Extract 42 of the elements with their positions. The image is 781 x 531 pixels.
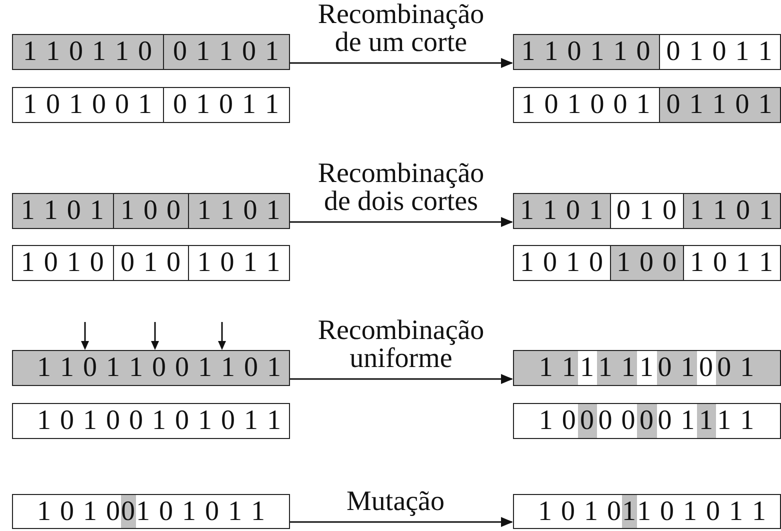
bit-segment: 0 1 xyxy=(656,351,697,385)
chromosome-bar xyxy=(12,87,290,123)
bit-segment: 1 1 0 1 1 0 xyxy=(514,35,659,69)
bit-segment: 1 1 xyxy=(514,351,578,385)
bit-segment: 0 1 1 0 1 xyxy=(658,88,780,122)
bit-segment: 1 0 0 xyxy=(610,246,683,280)
bit-segment: 0 xyxy=(637,404,657,438)
bit-segment: 1 xyxy=(696,404,716,438)
chromosome-bar xyxy=(12,245,290,281)
chromosome-bar xyxy=(12,34,290,70)
arrow xyxy=(290,217,513,227)
bit-segment: 0 1 0 xyxy=(112,246,188,280)
bit-segment: 1 1 0 1 1 0 xyxy=(13,35,163,69)
edge-label: Recombinação de dois cortes xyxy=(316,160,486,216)
bit-segment: 0 1 xyxy=(716,351,780,385)
bit-segment: 1 1 0 1 xyxy=(514,194,610,228)
edge-label: Recombinação uniforme xyxy=(316,317,486,373)
arrow xyxy=(290,517,513,527)
chromosome-bar xyxy=(513,494,781,529)
chromosome-bar xyxy=(513,245,781,281)
chromosome-bar xyxy=(513,193,781,229)
chromosome-bar xyxy=(513,403,781,439)
chromosome-bar xyxy=(12,193,290,229)
arrow xyxy=(290,374,513,384)
bit-segment: 0 xyxy=(696,351,716,385)
bit-segment: 1 0 0 xyxy=(112,194,188,228)
bit-segment: 0 xyxy=(121,495,136,528)
edge-label: Mutação xyxy=(346,488,446,516)
edge-label: Recombinação de um corte xyxy=(316,1,486,57)
bit-segment: 1 1 0 1 xyxy=(188,194,289,228)
chromosome-bar xyxy=(12,494,290,529)
bit-segment: 1 xyxy=(622,495,637,528)
chromosome-bar xyxy=(513,87,781,123)
chromosome-bar xyxy=(513,34,781,70)
arrow xyxy=(290,58,513,68)
bit-segment: 1 1 0 1 1 0 0 1 1 0 1 xyxy=(13,351,289,385)
bit-segment: 1 1 xyxy=(597,351,638,385)
bit-segment: 1 1 0 1 xyxy=(13,194,113,228)
bit-segment: 0 1 1 0 1 xyxy=(163,35,289,69)
bit-segment: 1 1 0 1 xyxy=(683,194,780,228)
chromosome-bar xyxy=(513,350,781,386)
bit-segment: 0 xyxy=(578,404,598,438)
